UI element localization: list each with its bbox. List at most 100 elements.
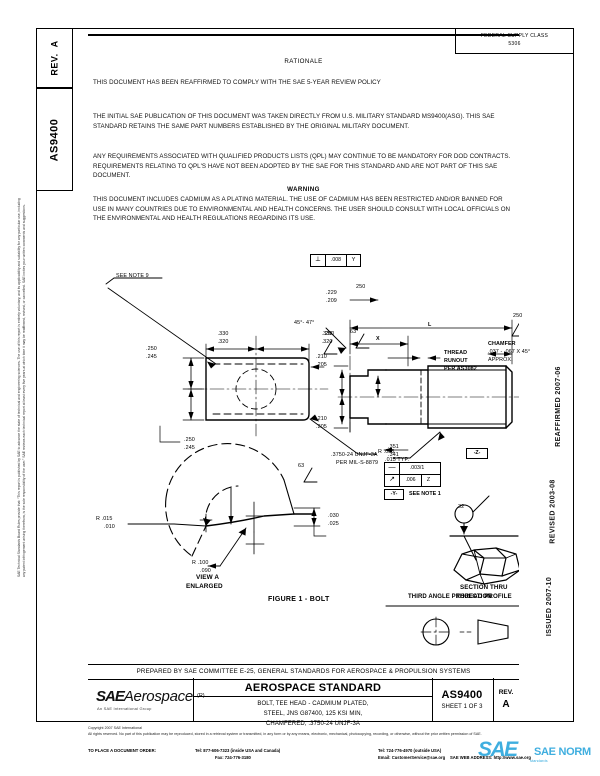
title-block-rev-cell: REV. A <box>493 678 519 722</box>
header-rule <box>88 34 519 36</box>
annotation-dim-025: .025 <box>328 521 339 527</box>
annotation-dim-330-top-left: .330 <box>217 331 229 337</box>
watermark-sub-label: standards <box>530 758 548 763</box>
fsc-title: FEDERAL SUPPLY CLASS <box>480 33 549 39</box>
section-thru-label: SECTION THRU <box>460 584 508 591</box>
footer-copyright: Copyright 2007 SAE International <box>88 726 142 730</box>
annotation-dim-210-bot: .210 <box>316 416 327 422</box>
warning-heading: WARNING <box>287 186 320 193</box>
annotation-finish-63-right: 63 <box>298 463 305 469</box>
annotation-dim-245-bottom: .245 <box>184 445 195 451</box>
revision-marker-tag: (R) <box>197 693 205 699</box>
sae-norm-watermark: SAE SAE NORM standards <box>478 738 600 770</box>
annotation-finish-250-top: 250 <box>356 284 366 290</box>
aerospace-wordmark: Aerospace <box>123 688 193 705</box>
annotation-dim-320-bot-left: .320 <box>217 339 229 345</box>
annotation-dim-209: .209 <box>326 298 337 304</box>
watermark-sae-mark: SAE <box>478 738 518 761</box>
third-angle-projection-label: THIRD ANGLE PROJECTION <box>408 594 492 600</box>
footer-email: Email: CustomerService@sae.org <box>378 755 446 760</box>
annotation-dim-245-left: .245 <box>146 354 157 360</box>
footer-order-label: TO PLACE A DOCUMENT ORDER: <box>88 748 157 753</box>
prepared-by-text: PREPARED BY SAE COMMITTEE E-25, GENERAL … <box>136 668 471 675</box>
footer-rights-statement: All rights reserved. No part of this pub… <box>88 732 482 736</box>
drawing-svg <box>105 277 519 648</box>
part-description-line2: STEEL, JNS G87400, 125 KSI MIN, <box>263 710 363 717</box>
datum-z-box: -Z- <box>466 448 488 459</box>
footer-tel-inside: Tel: 877-606-7323 (inside USA and Canada… <box>195 748 281 753</box>
annotation-dim-250-bottom: .250 <box>184 437 195 443</box>
annotation-chamfer-l2: .037 - .067 X 45° <box>488 349 531 355</box>
part-description-line1: BOLT, TEE HEAD - CADMIUM PLATED, <box>257 701 369 707</box>
federal-supply-class-box: FEDERAL SUPPLY CLASS 5306 <box>455 28 574 54</box>
annotation-dim-L: L <box>428 322 432 328</box>
title-block-rev-label: REV. <box>498 689 514 696</box>
annotation-dim-210-top: .210 <box>316 354 327 360</box>
thread-profile-label: THREAD PROFILE <box>456 593 512 600</box>
figure-caption: FIGURE 1 - BOLT <box>268 596 330 603</box>
title-block-logo-cell: SAEAerospace An SAE International Group <box>88 678 193 722</box>
fsc-value: 5306 <box>508 40 521 47</box>
datum-y-box: -Y- <box>384 489 404 500</box>
annotation-dim-X: X <box>376 336 380 342</box>
paragraph-qpl: ANY REQUIREMENTS ASSOCIATED WITH QUALIFI… <box>93 153 511 180</box>
annotation-finish-63-left: 63 <box>350 329 357 335</box>
sae-wordmark: SAE <box>96 688 125 705</box>
sheet-number: SHEET 1 OF 3 <box>441 704 483 710</box>
document-number: AS9400 <box>441 689 483 701</box>
standard-stub-label: AS9400 <box>36 88 73 191</box>
rev-stub-label: REV. A <box>36 28 73 88</box>
prepared-by-bar: PREPARED BY SAE COMMITTEE E-25, GENERAL … <box>88 664 519 680</box>
annotation-thread-runout-l3: PER AS3082 <box>444 366 477 372</box>
annotation-dim-205-top: .205 <box>316 362 327 368</box>
annotation-dim-330-top-right: .330 <box>321 331 333 337</box>
sae-logo-subtitle: An SAE International Group <box>97 706 152 711</box>
annotation-dim-351: .351 <box>388 444 399 450</box>
standard-number-vertical: AS9400 <box>48 118 61 161</box>
sae-aerospace-logo: SAEAerospace <box>96 688 193 706</box>
perpendicularity-symbol: ⟂ <box>311 255 326 266</box>
annotation-thread-runout-l1: THREAD <box>444 350 468 356</box>
title-block-rev-value: A <box>502 699 510 710</box>
annotation-dim-030: .030 <box>328 513 339 519</box>
annotation-dim-229: .229 <box>326 290 337 296</box>
paragraph-initial-publication: THE INITIAL SAE PUBLICATION OF THIS DOCU… <box>93 113 495 130</box>
reaffirm-statement: THIS DOCUMENT HAS BEEN REAFFIRMED TO COM… <box>93 79 381 86</box>
annotation-finish-250-right: 250 <box>513 313 523 319</box>
annotation-dim-341: .341 <box>388 452 399 458</box>
annotation-radius-100: R .100 <box>192 560 209 566</box>
footer-fax: Fax: 724-776-3180 <box>215 755 251 760</box>
runout-symbol: ↗ <box>385 475 400 486</box>
annotation-chamfer-l1: CHAMFER <box>488 341 516 347</box>
annotation-thread-runout-l2: RUNOUT <box>444 358 468 364</box>
annotation-dim-320-bot-right: .320 <box>321 339 333 345</box>
annotation-see-note-9: SEE NOTE 9 <box>116 273 149 279</box>
footer-web-address: SAE WEB ADDRESS: http://www.sae.org <box>450 755 531 760</box>
rev-stub-box <box>36 28 73 88</box>
annotation-angle-45-47: 45°- 47° <box>294 320 315 326</box>
annotation-dim-205-bot: .205 <box>316 424 327 430</box>
fcf-perpendicularity: ⟂ .008 Y <box>310 254 361 267</box>
annotation-radius-090: .090 <box>200 568 211 574</box>
annotation-thread-spec-l2: PER MIL-S-8879 <box>336 460 379 466</box>
fcf-stack: — .003/1 ↗ .006 Z -Y- SEE NOTE 1 <box>384 462 441 500</box>
annotation-radius-035: R .035 <box>378 449 395 455</box>
bolt-engineering-drawing: SEE NOTE 9 .330 .320 .330 .320 .250 .245… <box>88 236 530 664</box>
annotation-finish-250-head: 250 <box>325 331 335 337</box>
annotation-thread-spec-l1: .3750-24 UNJF-3A <box>331 452 378 458</box>
rev-letter: A <box>49 40 60 48</box>
part-description-line3: CHAMFERED, .3750-24 UNJF-3A <box>265 720 361 727</box>
annotation-finish-32: 32 <box>458 504 465 510</box>
flatness-symbol: — <box>385 463 400 474</box>
rationale-heading: RATIONALE <box>284 58 323 65</box>
view-a-label: VIEW A <box>196 574 220 581</box>
aerospace-standard-heading: AEROSPACE STANDARD <box>194 678 432 697</box>
annotation-radius-015-typ: .015 TYP. <box>385 457 410 463</box>
title-block-number-cell: AS9400 SHEET 1 OF 3 <box>431 678 494 722</box>
annotation-see-note-1: SEE NOTE 1 <box>409 491 441 497</box>
drawing-sheet-border <box>36 28 574 722</box>
annotation-radius-015: R .015 <box>96 516 113 522</box>
view-a-enlarged-label: ENLARGED <box>186 583 223 590</box>
annotation-chamfer-l3: APPROX. <box>488 357 513 363</box>
